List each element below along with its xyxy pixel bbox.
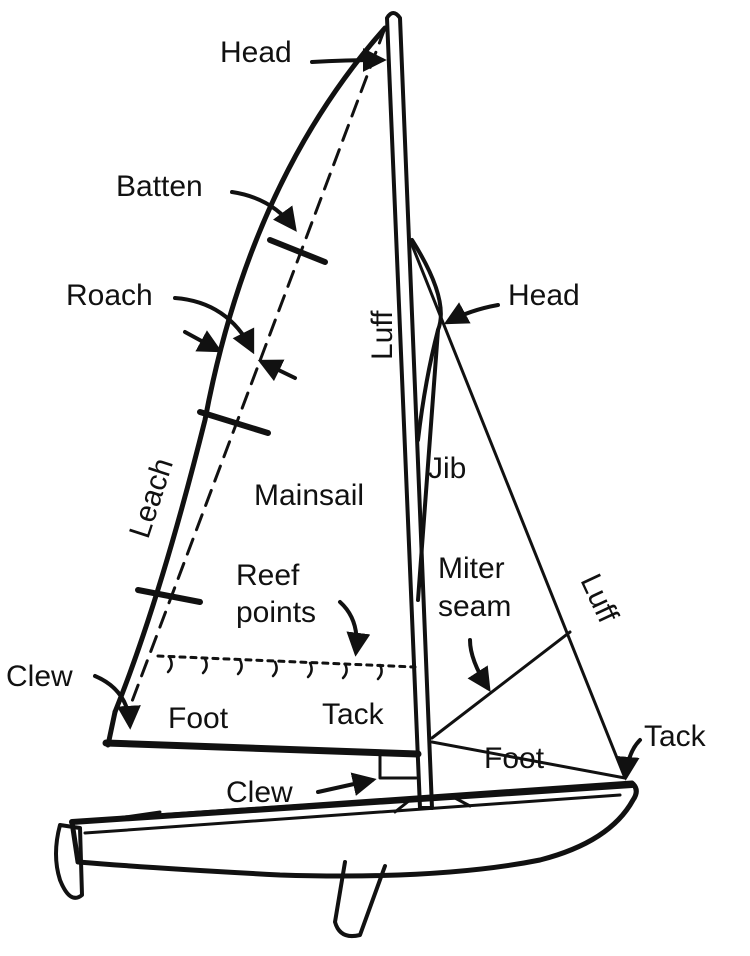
- centerboard: [333, 860, 387, 939]
- reef-points-line: [156, 654, 417, 669]
- tiller: [88, 810, 162, 824]
- deck-line: [69, 782, 635, 825]
- label-main-head: Head: [220, 36, 292, 69]
- mainsail-sail: [102, 25, 422, 780]
- mainsail-leech: [112, 25, 388, 715]
- arrow-jib-tack: [615, 738, 642, 781]
- arrow-main-head: [310, 48, 387, 73]
- arrow-main-clew: [93, 674, 141, 730]
- arrow-miter-seam: [467, 638, 491, 693]
- sheer-line: [83, 793, 622, 835]
- hull-body: [69, 780, 639, 879]
- label-leach: Leach: [123, 454, 180, 542]
- label-main-clew: Clew: [6, 660, 73, 693]
- rudder: [54, 823, 84, 900]
- label-jib-luff: Luff: [574, 569, 625, 628]
- label-jib: Jib: [428, 452, 466, 485]
- arrow-batten: [230, 190, 297, 232]
- label-miter-seam-line2: seam: [438, 590, 511, 623]
- hull: [54, 780, 639, 939]
- label-main-luff: Luff: [366, 310, 399, 360]
- mast: [385, 11, 434, 810]
- jib-sail: [408, 238, 627, 780]
- label-jib-foot: Foot: [484, 742, 545, 775]
- arrow-jib-head: [443, 302, 500, 325]
- arrow-roach-left: [183, 330, 223, 353]
- jib-luff-line: [408, 238, 627, 780]
- arrow-jib-clew: [316, 772, 377, 796]
- label-main-tack: Tack: [322, 698, 385, 731]
- boom: [102, 739, 422, 758]
- label-batten: Batten: [116, 170, 203, 203]
- label-miter-seam-line1: Miter: [438, 552, 505, 585]
- label-jib-tack: Tack: [644, 720, 707, 753]
- labels: Head Batten Roach Leach Luff Mainsail Re…: [6, 36, 707, 809]
- pointer-arrows: [93, 48, 642, 796]
- batten-upper: [267, 237, 328, 265]
- batten-lower: [135, 587, 203, 605]
- label-main-foot: Foot: [168, 702, 229, 735]
- label-reef-points-line2: points: [236, 596, 316, 629]
- arrow-roach-right: [257, 359, 297, 382]
- label-mainsail: Mainsail: [254, 479, 364, 512]
- arrow-reef-points: [338, 600, 371, 657]
- label-roach: Roach: [66, 279, 153, 312]
- arrow-roach: [173, 296, 255, 355]
- label-jib-head: Head: [508, 279, 580, 312]
- label-reef-points-line1: Reef: [236, 559, 300, 592]
- label-jib-clew: Clew: [226, 776, 293, 809]
- miter-seam-line: [430, 630, 572, 740]
- reef-point-ties: [166, 656, 383, 681]
- batten-middle: [197, 409, 271, 436]
- jib-foot-line: [430, 740, 627, 780]
